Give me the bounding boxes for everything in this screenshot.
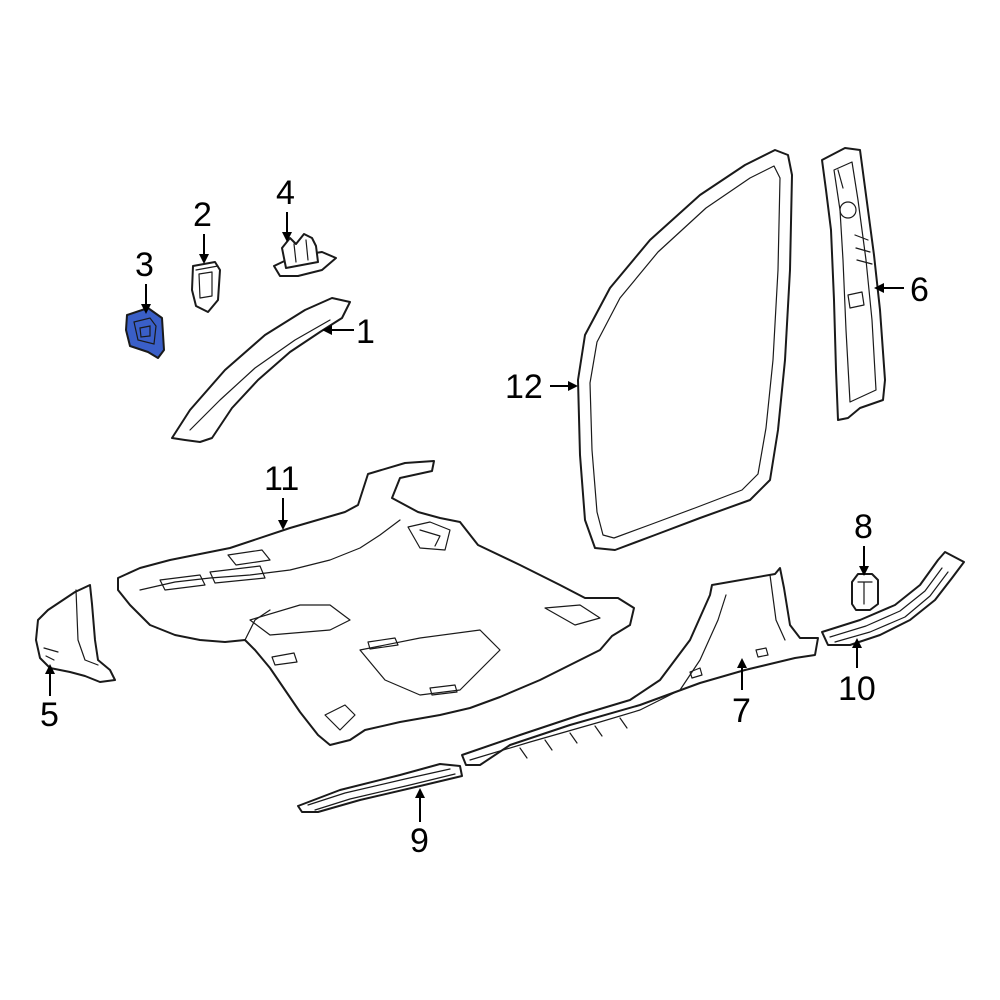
part-5-kick-panel[interactable] bbox=[35, 584, 116, 683]
callout-12[interactable]: 12 bbox=[505, 368, 543, 406]
part-12-door-weatherstrip[interactable] bbox=[577, 149, 793, 551]
callout-7[interactable]: 7 bbox=[732, 692, 751, 730]
part-11-floor-carpet[interactable] bbox=[117, 460, 635, 746]
callout-4[interactable]: 4 bbox=[276, 174, 295, 212]
part-8-clip[interactable] bbox=[851, 573, 879, 611]
callout-3[interactable]: 3 bbox=[135, 246, 154, 284]
part-6-b-pillar-trim[interactable] bbox=[821, 147, 886, 421]
callout-2[interactable]: 2 bbox=[193, 196, 212, 234]
part-7-rocker-trim[interactable] bbox=[461, 567, 819, 766]
callout-8[interactable]: 8 bbox=[854, 508, 873, 546]
part-4-retainer[interactable] bbox=[273, 233, 337, 277]
callout-leaders bbox=[45, 212, 904, 822]
callout-1[interactable]: 1 bbox=[356, 313, 375, 351]
callout-9[interactable]: 9 bbox=[410, 822, 429, 860]
part-9-front-scuff-plate[interactable] bbox=[297, 763, 463, 813]
callout-11[interactable]: 11 bbox=[264, 460, 299, 498]
callout-numbers: 1 2 3 4 5 6 7 8 9 10 11 12 bbox=[40, 174, 929, 860]
callout-10[interactable]: 10 bbox=[838, 670, 876, 708]
part-3-bracket-highlighted[interactable] bbox=[125, 307, 165, 359]
part-1-a-pillar-trim[interactable] bbox=[171, 297, 351, 443]
part-2-clip[interactable] bbox=[191, 261, 221, 313]
part-10-rear-scuff-plate[interactable] bbox=[821, 551, 965, 646]
callout-6[interactable]: 6 bbox=[910, 271, 929, 309]
callout-5[interactable]: 5 bbox=[40, 696, 59, 734]
